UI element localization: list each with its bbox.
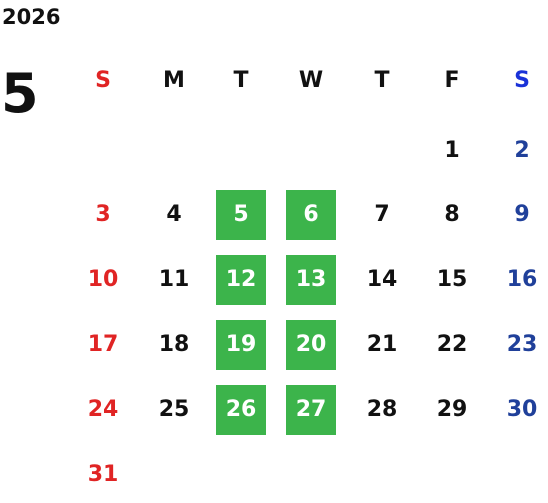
day-29[interactable]: 29 (436, 397, 468, 422)
weekday-thursday: T (374, 68, 390, 93)
day-13[interactable]: 13 (286, 255, 336, 305)
day-30[interactable]: 30 (506, 397, 538, 422)
day-12[interactable]: 12 (216, 255, 266, 305)
day-1[interactable]: 1 (444, 138, 460, 163)
day-23[interactable]: 23 (506, 332, 538, 357)
day-16[interactable]: 16 (506, 267, 538, 292)
weekday-tuesday: T (233, 68, 249, 93)
day-17[interactable]: 17 (87, 332, 119, 357)
year-label: 2026 (2, 5, 61, 29)
day-9[interactable]: 9 (514, 202, 530, 227)
weekday-saturday: S (514, 68, 530, 93)
day-6[interactable]: 6 (286, 190, 336, 240)
day-15[interactable]: 15 (436, 267, 468, 292)
day-25[interactable]: 25 (158, 397, 190, 422)
weekday-monday: M (163, 68, 185, 93)
day-10[interactable]: 10 (87, 267, 119, 292)
day-7[interactable]: 7 (374, 202, 390, 227)
day-8[interactable]: 8 (444, 202, 460, 227)
day-11[interactable]: 11 (158, 267, 190, 292)
weekday-friday: F (444, 68, 460, 93)
day-24[interactable]: 24 (87, 397, 119, 422)
weekday-wednesday: W (298, 68, 324, 93)
day-22[interactable]: 22 (436, 332, 468, 357)
day-3[interactable]: 3 (95, 202, 111, 227)
day-21[interactable]: 21 (366, 332, 398, 357)
day-20[interactable]: 20 (286, 320, 336, 370)
day-2[interactable]: 2 (514, 138, 530, 163)
day-27[interactable]: 27 (286, 385, 336, 435)
day-31[interactable]: 31 (87, 462, 119, 487)
day-26[interactable]: 26 (216, 385, 266, 435)
weekday-sunday: S (95, 68, 111, 93)
day-5[interactable]: 5 (216, 190, 266, 240)
day-4[interactable]: 4 (166, 202, 182, 227)
day-19[interactable]: 19 (216, 320, 266, 370)
month-number: 5 (1, 62, 39, 125)
day-14[interactable]: 14 (366, 267, 398, 292)
day-18[interactable]: 18 (158, 332, 190, 357)
day-28[interactable]: 28 (366, 397, 398, 422)
